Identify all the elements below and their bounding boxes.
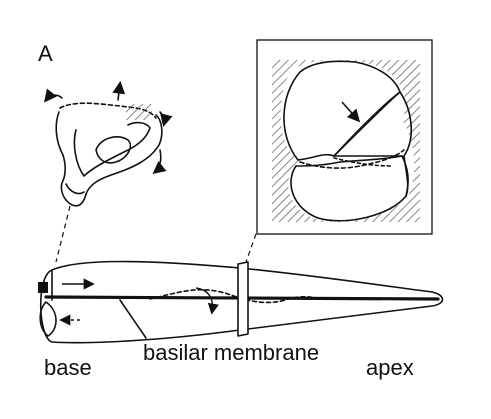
cochlea-outline — [39, 260, 444, 344]
leader-inset — [245, 233, 257, 263]
inset-scala-vestibuli — [283, 60, 401, 161]
base-label: base — [44, 355, 92, 380]
stapes-hatch — [126, 104, 152, 120]
stapes-outline — [55, 111, 163, 207]
stapes-top-dashed-arc — [59, 102, 157, 119]
apex-label: apex — [366, 355, 414, 380]
oval-window — [38, 282, 48, 293]
basilar-membrane-label: basilar membrane — [143, 340, 320, 365]
section-plane — [237, 261, 249, 337]
cochlea-arrows — [59, 278, 219, 326]
inset-dashed-displacement — [299, 149, 405, 169]
arrow-curved-down — [195, 287, 219, 315]
stapes-arrow-right-bottom — [152, 149, 167, 175]
stapes-neck — [65, 183, 85, 195]
stapes-drawing — [43, 80, 173, 207]
inset-right-wall — [399, 91, 413, 197]
stapes-inner-arch — [73, 121, 151, 177]
stapes-footplate — [95, 136, 132, 164]
round-window — [39, 301, 57, 337]
stapes-arrow-right-top — [159, 111, 173, 128]
panel-letter: A — [38, 41, 53, 66]
leader-lines — [55, 205, 257, 263]
leader-stapes — [55, 205, 71, 263]
inset-arrow — [341, 101, 361, 123]
inset-inner-dashed — [333, 157, 393, 167]
stapes-arrow-up — [112, 80, 126, 101]
membrane-pointer — [119, 299, 147, 339]
inset-hatched-bone — [272, 60, 420, 222]
inset-reissner-line — [333, 91, 401, 157]
unrolled-cochlea — [38, 260, 444, 344]
stapes-arrow-left — [43, 88, 63, 103]
cross-section-inset — [256, 39, 433, 235]
